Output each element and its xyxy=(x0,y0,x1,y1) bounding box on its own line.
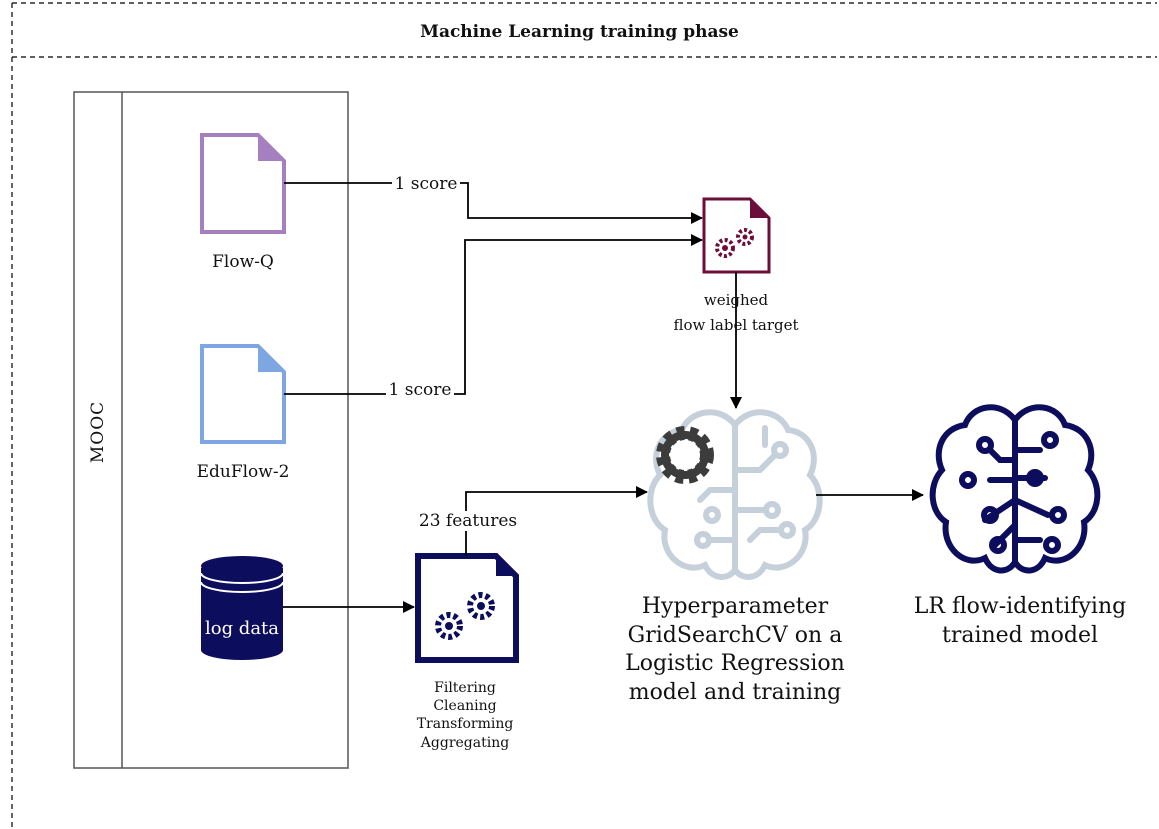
log-data-label: log data xyxy=(204,618,280,639)
hyper-line: Hyperparameter xyxy=(641,594,829,619)
connectors xyxy=(283,182,924,613)
flow-q-document-icon xyxy=(200,133,286,234)
log-data-database-icon xyxy=(200,556,284,660)
gear-icon xyxy=(656,426,714,484)
processing-step: Cleaning xyxy=(433,698,497,715)
processing-step: Filtering xyxy=(434,680,496,696)
mooc-pool xyxy=(73,91,349,769)
flowq-to-weighed-edge xyxy=(284,182,703,224)
weighed-target-gears-document-icon xyxy=(702,197,771,274)
flow-q-label: Flow-Q xyxy=(212,252,274,272)
page-title: Machine Learning training phase xyxy=(420,22,739,42)
eduflow-to-weighed-edge xyxy=(284,234,703,395)
trained-model-caption: LR flow-identifying trained model xyxy=(905,593,1135,650)
eduflow-2-label: EduFlow-2 xyxy=(196,462,290,482)
flowq-score-label: 1 score xyxy=(392,174,460,195)
training-phase-frame xyxy=(11,2,1157,829)
hyperparameter-caption: Hyperparameter GridSearchCV on a Logisti… xyxy=(620,593,850,707)
mooc-pool-label: MOOC xyxy=(88,400,108,464)
eduflow-2-document-icon xyxy=(200,344,286,444)
result-line: trained model xyxy=(941,622,1099,648)
result-line: LR flow-identifying xyxy=(913,594,1127,619)
processing-step: Transforming xyxy=(416,716,514,733)
weighed-label-line1: weighed xyxy=(703,291,769,309)
hyper-line: model and training xyxy=(628,679,842,705)
trained-model-brain-circuit-icon xyxy=(929,404,1101,574)
features-label: 23 features xyxy=(412,511,524,532)
eduflow-score-label: 1 score xyxy=(386,380,454,401)
hyperparameter-brain-circuit-gear-icon xyxy=(647,409,823,580)
weighed-label-line2: flow label target xyxy=(673,316,799,334)
hyper-line: GridSearchCV on a xyxy=(627,622,843,648)
processing-to-hyper-edge xyxy=(465,486,648,556)
processing-steps: Filtering Cleaning Transforming Aggregat… xyxy=(405,679,525,752)
processing-step: Aggregating xyxy=(420,734,510,751)
hyper-line: Logistic Regression xyxy=(625,651,845,677)
processing-gears-document-icon xyxy=(415,553,519,663)
